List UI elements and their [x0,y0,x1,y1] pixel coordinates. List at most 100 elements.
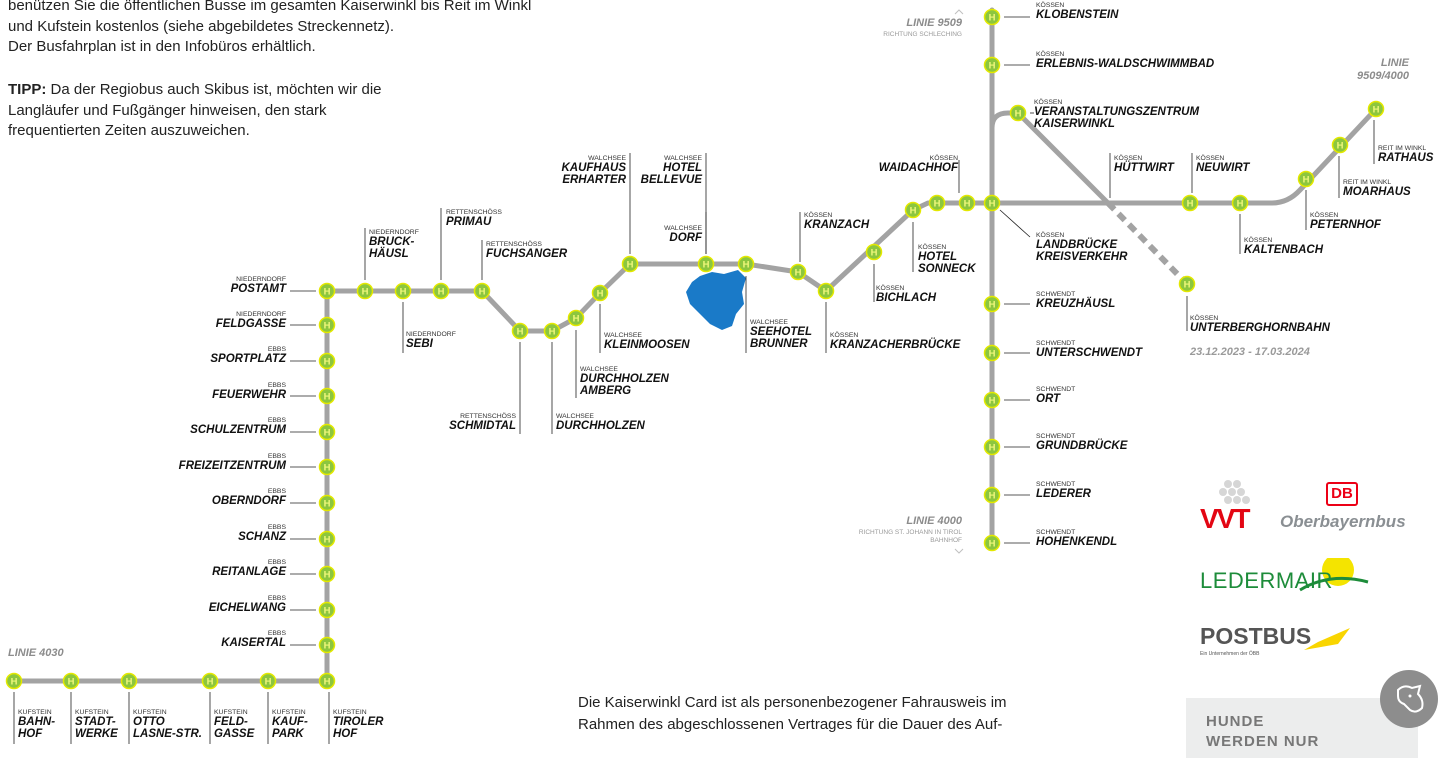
stop-name: HOTEL [918,251,957,263]
svg-text:H: H [324,641,331,652]
stop-place: EBBS [268,488,287,495]
bus-stop-icon: H [789,263,807,281]
stop-name: RATHAUS [1378,152,1434,164]
dog-info-line-1: HUNDE [1206,713,1265,730]
stop-name-2: LASNE-STR. [133,728,202,740]
postbus-subtext: Ein Unternehmen der ÖBB [1200,650,1260,657]
stop-name: KAISERTAL [221,637,286,649]
bus-stop-icon: H [1009,104,1027,122]
stop-place: SCHWENDT [1036,291,1075,298]
bus-stop-icon: H [318,352,336,370]
stop-name-2: ERHARTER [562,174,626,186]
stop-place: SCHWENDT [1036,529,1075,536]
stop-place: KUFSTEIN [333,709,367,716]
svg-text:H: H [1337,141,1344,152]
stop-place: SCHWENDT [1036,433,1075,440]
bus-stop-icon: H [958,194,976,212]
db-mark: DB [1331,485,1353,502]
svg-text:H: H [989,539,996,550]
svg-text:H: H [1187,199,1194,210]
bus-stop-icon: H [318,282,336,300]
svg-text:H: H [517,327,524,338]
bus-stop-icon: H [737,255,755,273]
bus-stop-icon: H [567,309,585,327]
svg-text:H: H [126,677,133,688]
stop-name: DORF [669,232,703,244]
stop-place: EBBS [268,417,287,424]
route-line-seasonal [1105,200,1190,287]
stop-name-2: GASSE [214,728,255,740]
vvt-logo: VVT [1198,478,1270,534]
svg-text:H: H [964,199,971,210]
bus-stop-icon: H [259,672,277,690]
stop-place: WALCHSEE [588,155,626,162]
bus-stop-icon: H [817,282,835,300]
stop-place: KUFSTEIN [214,709,248,716]
bus-stop-icon: H [983,534,1001,552]
stop-name: KRANZACH [804,219,870,231]
stop-name: SPORTPLATZ [210,353,287,365]
stop-place: WALCHSEE [556,413,594,420]
bus-stop-icon: H [511,322,529,340]
stop-name: FUCHSANGER [486,248,568,260]
intro-line-2: und Kufstein kostenlos (siehe abgebildet… [8,17,395,35]
bus-stop-icon: H [318,601,336,619]
ledermair-text: LEDERMAIR [1200,568,1333,593]
line-9509-4000-label-1: LINIE [1381,57,1410,69]
stop-place: REIT IM WINKL [1343,179,1391,186]
svg-text:H: H [989,300,996,311]
svg-text:H: H [910,206,917,217]
stop-name: KAUFHAUS [561,162,626,174]
stop-name: SCHMIDTAL [449,420,516,432]
stop-name: KLOBENSTEIN [1036,9,1119,21]
bus-stop-icon: H [62,672,80,690]
stop-place: WALCHSEE [604,332,642,339]
stop-place: KUFSTEIN [18,709,52,716]
svg-text:H: H [400,287,407,298]
svg-text:H: H [1184,280,1191,291]
stop-name: STADT- [75,716,116,728]
stop-name-2: WERKE [75,728,118,740]
stop-place: KÖSSEN [1034,98,1062,106]
walchsee-lake [686,270,746,330]
stop-place: KÖSSEN [830,331,858,339]
line-4000-direction-1: RICHTUNG ST. JOHANN IN TIROL [859,529,963,536]
stop-place: EBBS [268,382,287,389]
svg-text:H: H [11,677,18,688]
stop-name-2: PARK [272,728,304,740]
bus-stop-icon: H [983,8,1001,26]
stop-place: RETTENSCHÖSS [446,208,502,216]
stop-place: EBBS [268,559,287,566]
stop-season-dates: 23.12.2023 - 17.03.2024 [1189,346,1310,358]
stop-name: POSTAMT [231,283,287,295]
stop-name: LANDBRÜCKE [1036,238,1117,251]
stop-name-2: HOF [333,728,358,740]
bus-stop-icon: H [1367,100,1385,118]
svg-text:H: H [703,260,710,271]
svg-text:H: H [324,499,331,510]
stop-name: PRIMAU [446,216,492,228]
stop-place: KÖSSEN [1244,236,1272,244]
bus-stop-icon: H [983,194,1001,212]
svg-text:H: H [597,289,604,300]
